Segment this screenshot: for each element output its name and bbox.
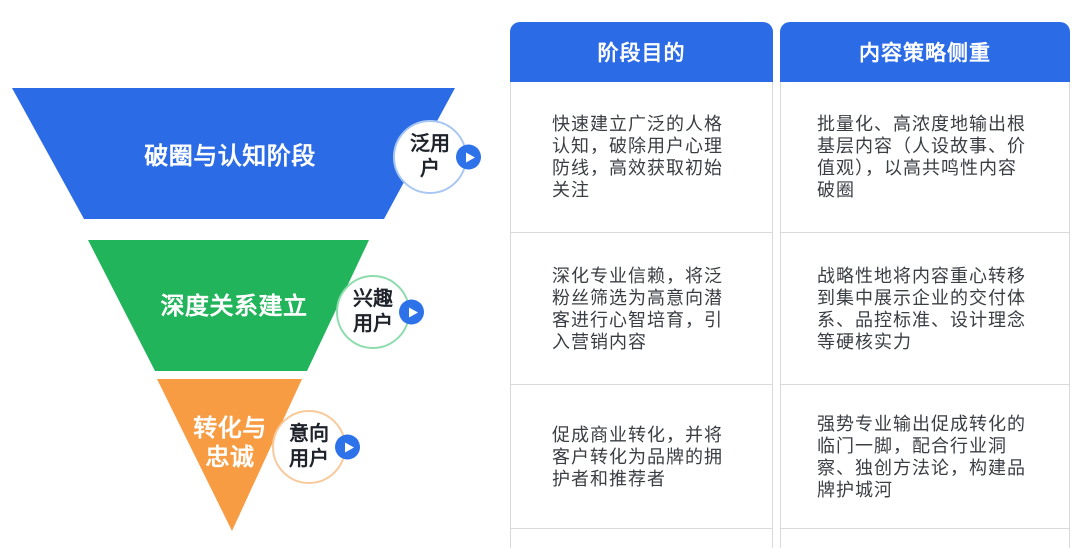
funnel-stage-3-shape bbox=[157, 379, 302, 531]
funnel-stage-3-badge: 意向用户 bbox=[272, 410, 360, 484]
table-column-content-strategy: 内容策略侧重 批量化、高浓度地输出根基层内容（人设故事、价值观），以高共鸣性内容… bbox=[780, 22, 1070, 548]
play-triangle-icon bbox=[465, 152, 475, 162]
column-body: 批量化、高浓度地输出根基层内容（人设故事、价值观），以高共鸣性内容破圈 战略性地… bbox=[780, 82, 1070, 548]
column-header-content-strategy: 内容策略侧重 bbox=[780, 22, 1070, 82]
play-icon[interactable] bbox=[456, 144, 481, 170]
badge-label-general-users: 泛用户 bbox=[410, 133, 450, 180]
table-cell-strategy-row2: 战略性地将内容重心转移到集中展示企业的交付体系、品控标准、设计理念等硬核实力 bbox=[781, 232, 1069, 384]
strategy-table: 阶段目的 快速建立广泛的人格认知，破除用户心理防线，高效获取初始关注 深化专业信… bbox=[510, 22, 1070, 548]
funnel-stage-1-shape bbox=[12, 88, 455, 219]
cell-text: 促成商业转化，并将客户转化为品牌的拥护者和推荐者 bbox=[552, 424, 723, 489]
play-icon[interactable] bbox=[399, 299, 424, 325]
cell-text: 深化专业信赖，将泛粉丝筛选为高意向潜客进行心智培育，引入营销内容 bbox=[552, 265, 723, 352]
funnel-stage-2-badge: 兴趣用户 bbox=[336, 275, 424, 349]
funnel-stage-1-badge: 泛用户 bbox=[393, 120, 481, 194]
play-triangle-icon bbox=[344, 442, 354, 452]
table-cell-strategy-row4-clipped bbox=[781, 528, 1069, 548]
table-cell-purpose-row1: 快速建立广泛的人格认知，破除用户心理防线，高效获取初始关注 bbox=[511, 82, 772, 232]
badge-label-intent-users: 意向用户 bbox=[289, 423, 329, 470]
play-icon[interactable] bbox=[335, 434, 360, 460]
play-triangle-icon bbox=[408, 307, 418, 317]
funnel-diagram: 破圈与认知阶段 深度关系建立 转化与忠诚 泛用户 兴趣用户 意向用户 bbox=[0, 0, 510, 548]
cell-text: 战略性地将内容重心转移到集中展示企业的交付体系、品控标准、设计理念等硬核实力 bbox=[817, 265, 1026, 352]
table-cell-strategy-row1: 批量化、高浓度地输出根基层内容（人设故事、价值观），以高共鸣性内容破圈 bbox=[781, 82, 1069, 232]
funnel-stage-1-label: 破圈与认知阶段 bbox=[144, 143, 316, 170]
funnel-shapes bbox=[12, 88, 455, 531]
funnel-stage-2-label: 深度关系建立 bbox=[160, 293, 308, 320]
column-body: 快速建立广泛的人格认知，破除用户心理防线，高效获取初始关注 深化专业信赖，将泛粉… bbox=[510, 82, 773, 548]
column-header-stage-purpose: 阶段目的 bbox=[510, 22, 773, 82]
cell-text: 强势专业输出促成转化的临门一脚，配合行业洞察、独创方法论，构建品牌护城河 bbox=[817, 413, 1026, 500]
funnel-stage-3-label: 转化与忠诚 bbox=[193, 415, 267, 471]
table-cell-purpose-row2: 深化专业信赖，将泛粉丝筛选为高意向潜客进行心智培育，引入营销内容 bbox=[511, 232, 772, 384]
cell-text: 快速建立广泛的人格认知，破除用户心理防线，高效获取初始关注 bbox=[552, 114, 723, 200]
table-cell-purpose-row3: 促成商业转化，并将客户转化为品牌的拥护者和推荐者 bbox=[511, 384, 772, 528]
table-cell-purpose-row4-clipped bbox=[511, 528, 772, 548]
table-column-stage-purpose: 阶段目的 快速建立广泛的人格认知，破除用户心理防线，高效获取初始关注 深化专业信… bbox=[510, 22, 773, 548]
funnel-stage-2-shape bbox=[88, 240, 369, 371]
cell-text: 批量化、高浓度地输出根基层内容（人设故事、价值观），以高共鸣性内容破圈 bbox=[817, 114, 1026, 200]
table-cell-strategy-row3: 强势专业输出促成转化的临门一脚，配合行业洞察、独创方法论，构建品牌护城河 bbox=[781, 384, 1069, 528]
badge-label-interest-users: 兴趣用户 bbox=[353, 288, 393, 335]
